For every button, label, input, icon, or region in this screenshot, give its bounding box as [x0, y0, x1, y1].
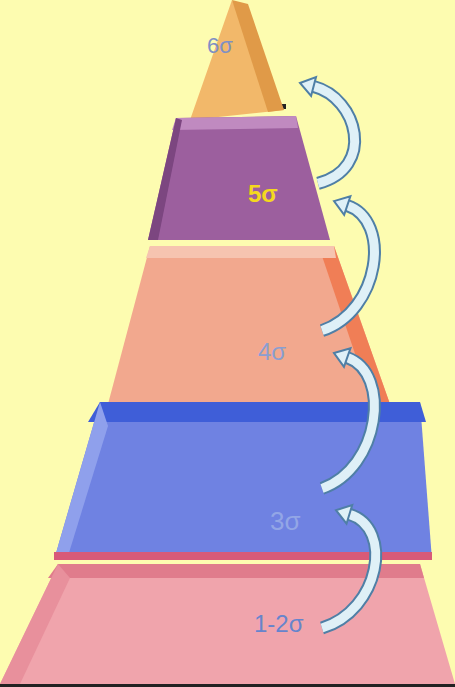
arrow-outline	[322, 358, 374, 489]
band-face	[108, 246, 390, 404]
band-face	[148, 116, 330, 240]
arrow-outline	[322, 514, 376, 628]
level-label: 6σ	[207, 35, 233, 57]
band-face	[146, 246, 336, 258]
band-shape	[0, 556, 455, 687]
curved-arrow	[300, 77, 355, 183]
band-face	[148, 118, 182, 240]
level-label: 5σ	[248, 182, 278, 206]
band-shape	[146, 108, 338, 245]
level-label: 1-2σ	[254, 612, 304, 636]
band-face	[0, 564, 455, 684]
band-face	[232, 0, 284, 112]
curved-arrow	[322, 196, 374, 330]
curved-arrow	[322, 505, 376, 628]
arrow-body	[314, 86, 355, 183]
band-face	[54, 402, 108, 560]
base-line	[0, 684, 455, 687]
arrow-body	[322, 514, 376, 628]
arrow-head	[300, 77, 316, 96]
level-band: 1-2σ	[0, 556, 455, 687]
band-shape	[106, 236, 394, 408]
top-level: 6σ	[188, 0, 288, 122]
level-label: 4σ	[258, 340, 286, 364]
band-face	[190, 0, 284, 120]
arrow-body	[322, 358, 374, 489]
band-shape	[188, 0, 288, 122]
level-label: 3σ	[270, 508, 301, 534]
arrow-head	[336, 505, 352, 524]
arrow-head	[334, 348, 350, 366]
arrow-outline	[322, 206, 374, 331]
level-band: 5σ	[146, 108, 338, 245]
band-face	[172, 116, 298, 130]
level-band: 4σ	[106, 236, 394, 408]
arrow-head	[334, 196, 350, 215]
band-face	[0, 564, 70, 684]
curved-arrow	[322, 348, 374, 488]
arrow-body	[322, 206, 374, 331]
arrow-outline	[314, 86, 355, 183]
